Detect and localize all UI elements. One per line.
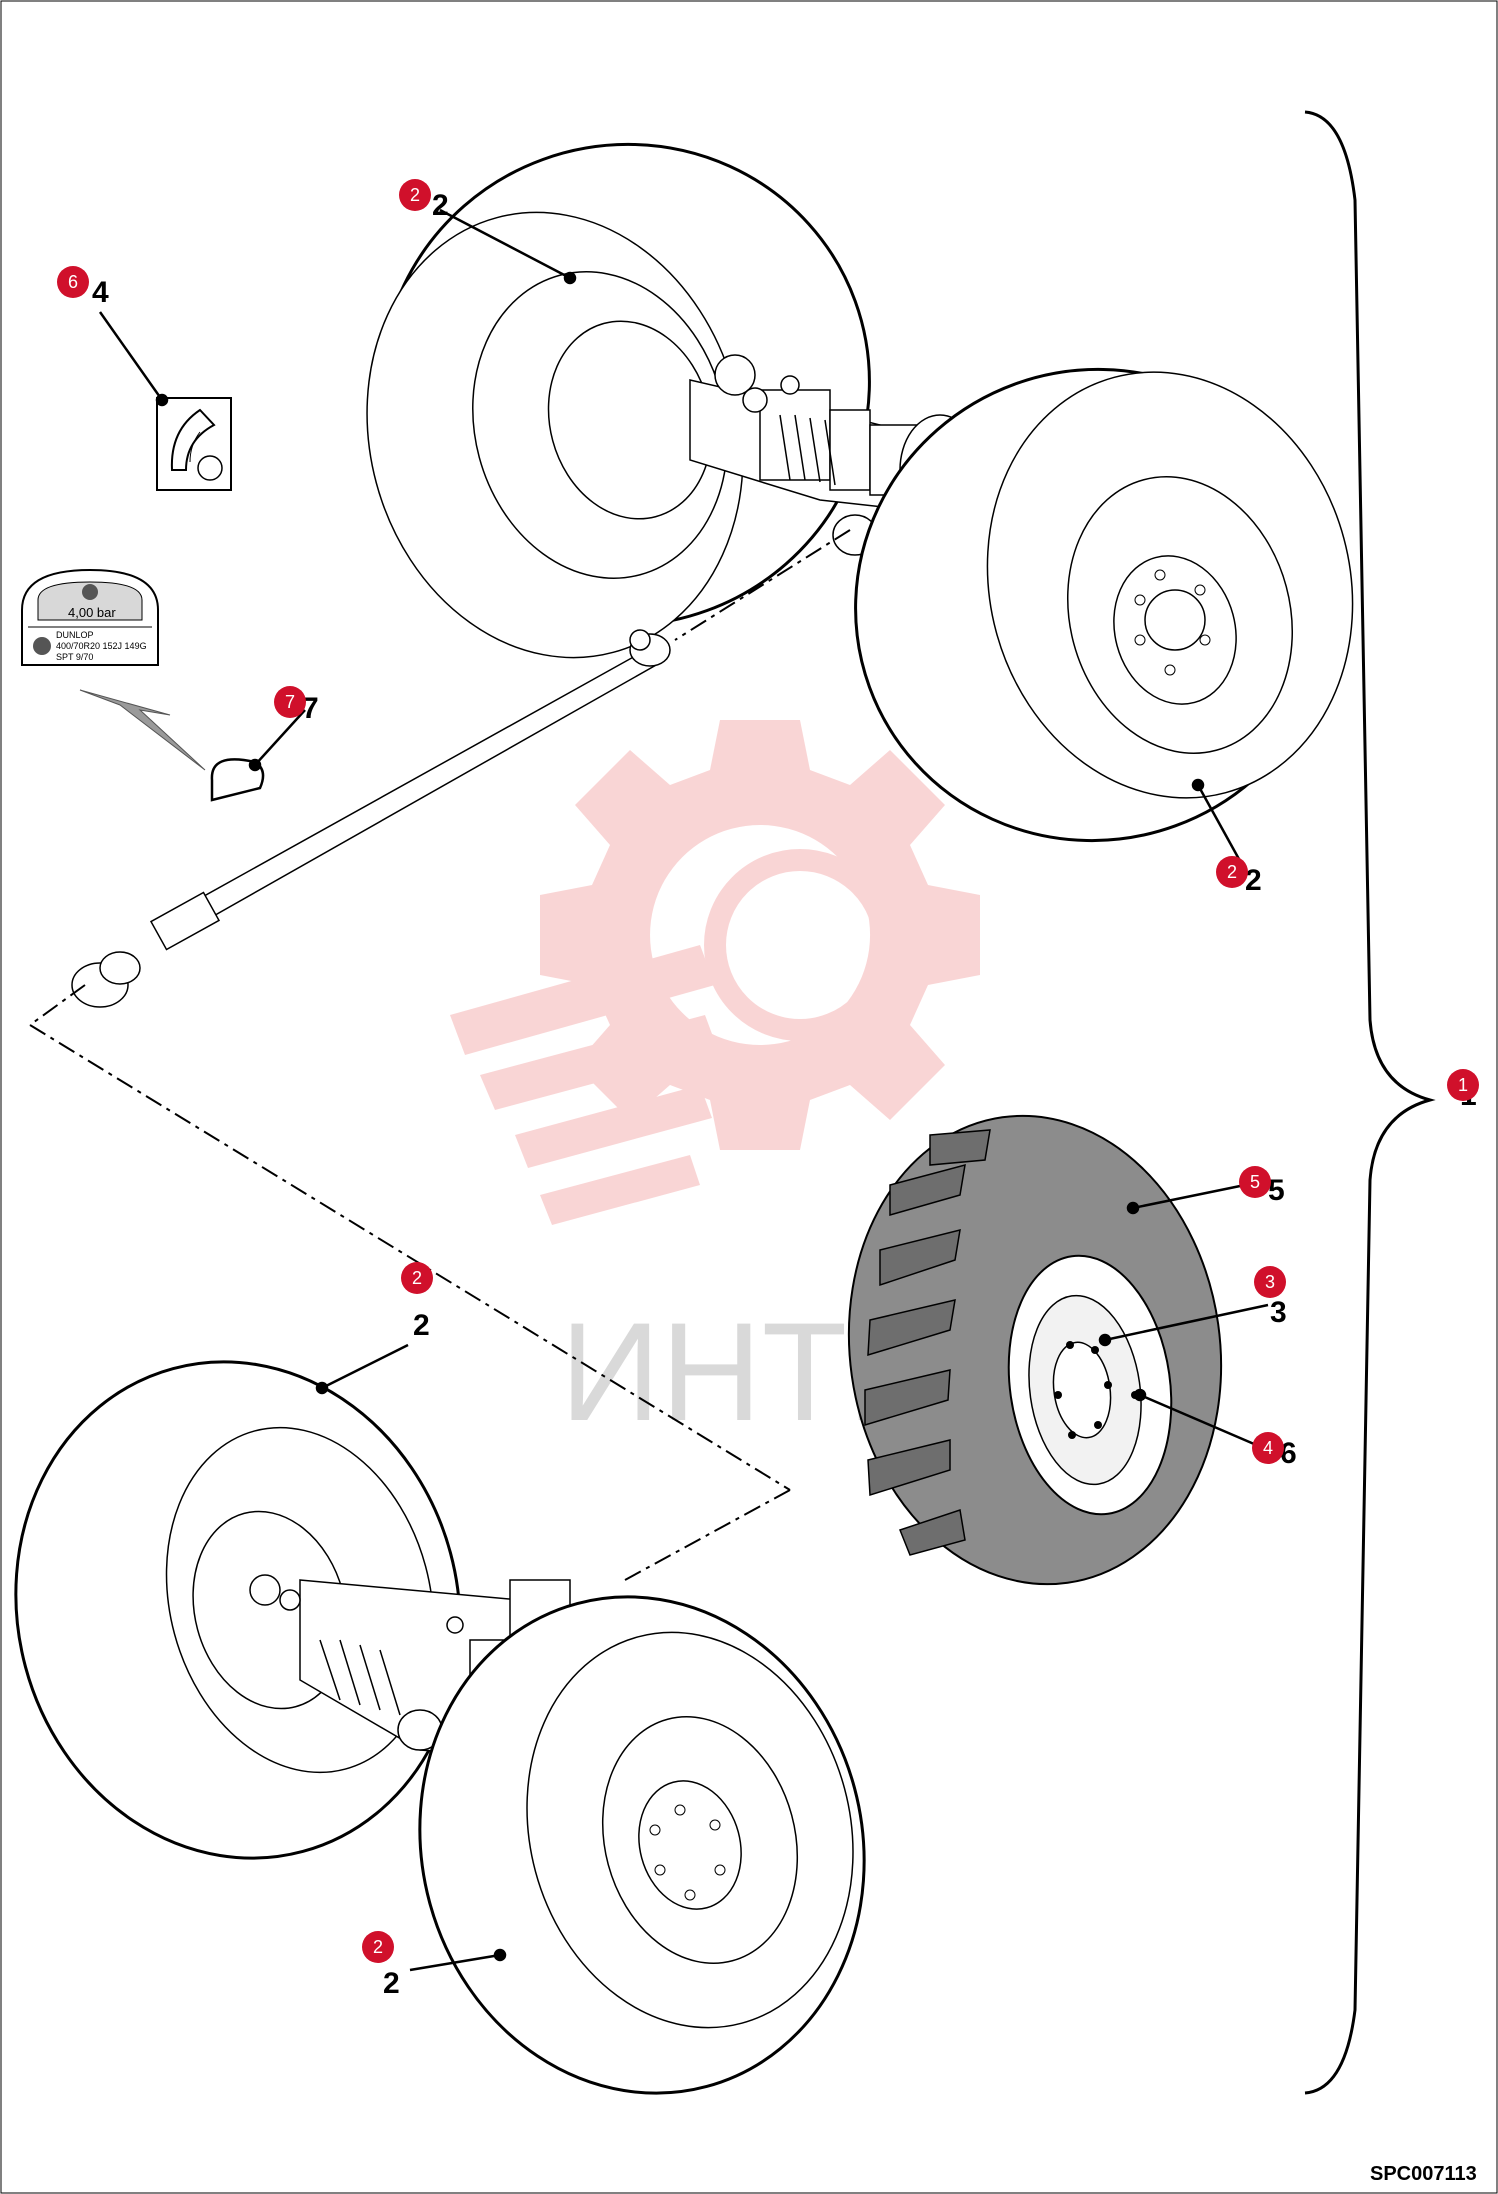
callout-bubbles: 2 6 7 2 1 5 2 3: [57, 179, 1479, 1963]
svg-text:2: 2: [410, 185, 420, 205]
callout-2-top-left[interactable]: 2: [399, 179, 431, 211]
part-number-7: 7: [302, 692, 319, 725]
svg-text:6: 6: [68, 272, 78, 292]
pressure-size: 400/70R20 152J 149G: [56, 641, 147, 651]
callout-3[interactable]: 3: [1254, 1266, 1286, 1298]
connection-lines: [29, 529, 851, 1581]
pressure-spec: SPT 9/70: [56, 652, 93, 662]
pressure-value: 4,00 bar: [68, 605, 116, 620]
callout-2-bottom-right[interactable]: 2: [362, 1931, 394, 1963]
svg-text:3: 3: [1265, 1272, 1275, 1292]
part-number-3: 3: [1270, 1296, 1287, 1329]
part-numbers: 2 4 2 2 2 5 3 6 7 1: [92, 189, 1477, 2000]
pressure-label-decal: 4,00 bar DUNLOP 400/70R20 152J 149G SPT …: [21, 568, 265, 802]
callout-2-top-right[interactable]: 2: [1216, 856, 1248, 888]
watermark-logo: [450, 720, 980, 1225]
top-axle-assembly: [366, 142, 1354, 843]
reference-code: SPC007113: [1370, 2163, 1477, 2185]
svg-text:2: 2: [412, 1268, 422, 1288]
leader-lines: [98, 208, 1269, 1972]
tire-tread: [864, 1129, 991, 1556]
svg-text:2: 2: [373, 1937, 383, 1957]
callout-2-bottom-left[interactable]: 2: [401, 1262, 433, 1294]
svg-text:1: 1: [1458, 1075, 1468, 1095]
svg-text:7: 7: [285, 692, 295, 712]
pressure-brand: DUNLOP: [56, 630, 94, 640]
part-number-2-top-right: 2: [1245, 864, 1262, 897]
detailed-tire: [847, 1114, 1223, 1586]
svg-text:4: 4: [1263, 1438, 1273, 1458]
part-number-2-bottom-left: 2: [413, 1309, 430, 1342]
svg-text:2: 2: [1227, 862, 1237, 882]
callout-1[interactable]: 1: [1447, 1069, 1479, 1101]
part-number-5: 5: [1268, 1174, 1285, 1207]
decal-item-6: [156, 397, 232, 491]
bottom-axle-assembly: [14, 1360, 866, 2095]
part-number-2-bottom-right: 2: [383, 1967, 400, 2000]
callout-4[interactable]: 4: [1252, 1432, 1284, 1464]
tire-upper-right: [854, 367, 1354, 843]
part-number-4: 6: [1280, 1437, 1297, 1470]
drive-shaft: [71, 629, 671, 1008]
tire-lower-right: [418, 1595, 866, 2095]
callout-6[interactable]: 6: [57, 266, 89, 298]
part-number-2-top-left: 2: [432, 189, 449, 222]
callout-7[interactable]: 7: [274, 686, 306, 718]
callout-5[interactable]: 5: [1239, 1166, 1271, 1198]
svg-text:5: 5: [1250, 1172, 1260, 1192]
part-number-6: 4: [92, 276, 109, 309]
assembly-brace: [1304, 110, 1436, 2095]
tire-upper-left: [366, 142, 871, 659]
